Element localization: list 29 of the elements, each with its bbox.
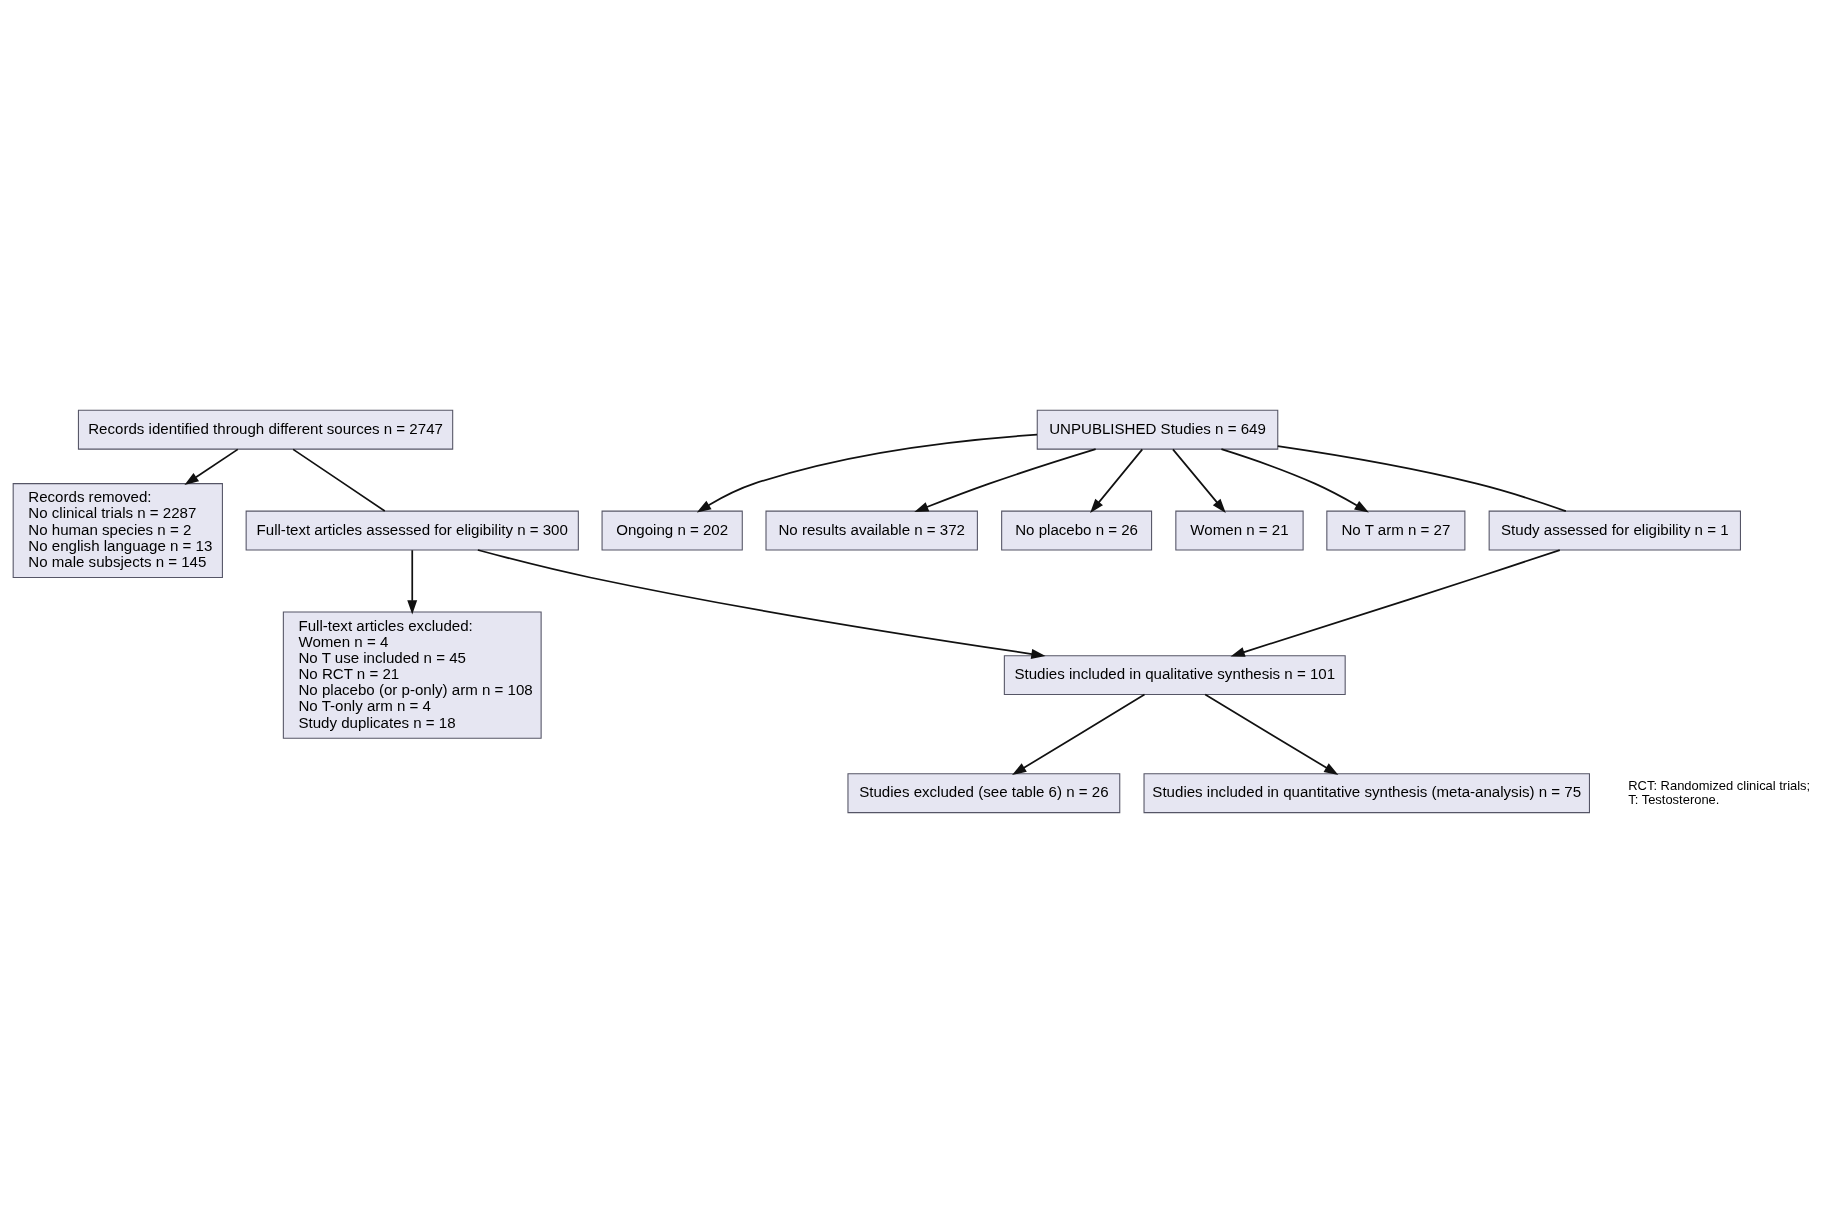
connector [1276,444,1567,512]
node-box: Studies included in quantitative synthesis (meta-analysis) n = 75 [1143,772,1590,813]
node-box: Records removed: No clinical trials n = 2287 No human species n = 2 No english language n = 13 No male subsjects n = 145 [12,482,223,578]
arrow [1204,693,1339,775]
node-box: Full-text articles excluded: Women n = 4 No T use included n = 45 No RCT n = 21 No placebo (or p-only) arm n = 108 No T-only arm n = 4 Study duplicates n = 18 [282,610,542,739]
arrow [914,447,1097,512]
connector [292,448,386,512]
arrow [184,448,239,485]
arrow [1172,448,1226,513]
node-box: Studies excluded (see table 6) n = 26 [847,772,1121,813]
node-box: No results available n = 372 [765,510,978,550]
node-box: UNPUBLISHED Studies n = 649 [1036,409,1279,450]
node-box: Ongoing n = 202 [601,510,743,550]
node-box: Study assessed for eligibility n = 1 [1488,510,1741,550]
node-box: Records identified through different sources n = 2747 [77,409,454,450]
node-box: Studies included in qualitative synthesis n = 101 [1003,654,1346,695]
arrow [1230,548,1561,657]
arrow [696,433,1038,512]
arrow [1012,693,1146,775]
label: T: Testosterone. [1628,791,1720,807]
arrow [476,548,1046,659]
node-box: Full-text articles assessed for eligibility n = 300 [245,510,579,550]
node-box: Women n = 21 [1175,510,1304,550]
node-box: No placebo n = 26 [1001,510,1153,550]
arrow [1090,448,1144,513]
arrow [407,548,418,614]
node-box: No T arm n = 27 [1326,510,1466,550]
label: RCT: Randomized clinical trials; [1628,777,1811,793]
arrow [1220,447,1369,512]
